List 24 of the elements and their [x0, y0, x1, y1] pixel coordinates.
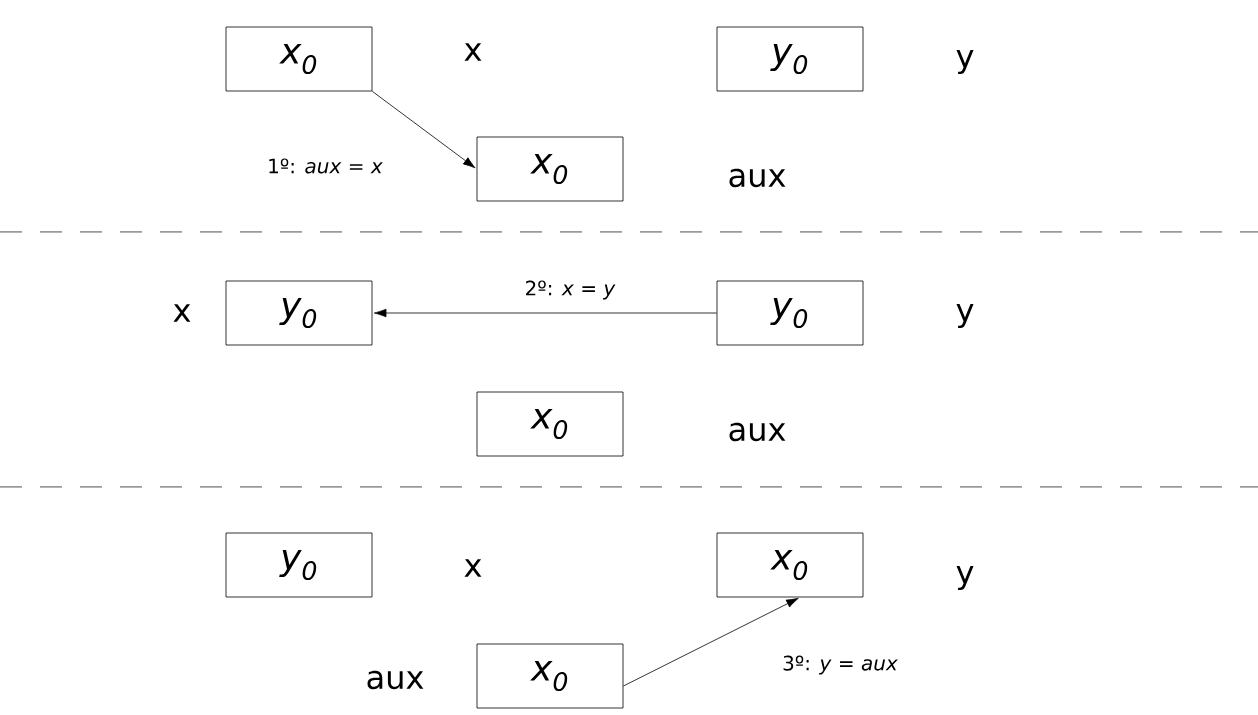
value-box: x$_{0}$ — [476, 391, 624, 457]
arrow — [373, 308, 717, 318]
value-box: y$_{0}$ — [716, 280, 864, 346]
value-box: x$_{0}$ — [476, 136, 624, 202]
variable-name: aux — [729, 168, 786, 188]
edge-label: 1º: aux = x — [265, 156, 385, 176]
variable-name: x — [464, 559, 482, 577]
value-box: x$_{0}$ — [225, 26, 373, 92]
variable-name: y — [956, 49, 974, 75]
variable-name: aux — [367, 670, 424, 690]
arrow — [372, 91, 476, 169]
variable-name: y — [956, 565, 974, 591]
variable-name: aux — [729, 422, 786, 442]
value-box: y$_{0}$ — [716, 26, 864, 92]
edge-label: 2º: x = y — [522, 278, 618, 302]
variable-name: x — [464, 43, 482, 61]
variable-name: y — [956, 303, 974, 329]
value-box: x$_{0}$ — [476, 643, 624, 709]
value-box: y$_{0}$ — [225, 532, 373, 598]
value-box: y$_{0}$ — [225, 280, 373, 346]
edge-label: 3º: y = aux — [780, 653, 900, 677]
variable-name: x — [173, 304, 191, 322]
value-box: x$_{0}$ — [716, 532, 864, 598]
arrow — [623, 597, 799, 687]
